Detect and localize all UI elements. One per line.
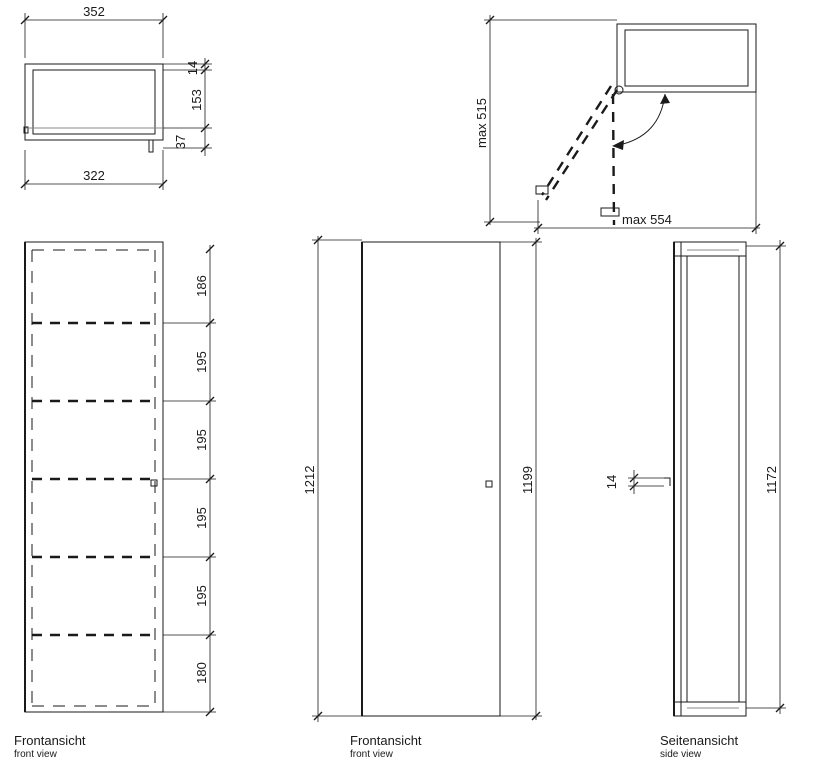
dim-322-label: 322: [83, 168, 105, 183]
caption-side-en: side view: [660, 748, 702, 760]
dim-14-label: 14: [185, 61, 200, 75]
dim-max-554: [533, 92, 761, 234]
caption-front-mid: Frontansicht front view: [350, 733, 422, 760]
dim-1199: [500, 237, 542, 721]
caption-side-de: Seitenansicht: [660, 733, 739, 748]
side-view: [664, 241, 747, 717]
dim-side-14: [628, 470, 664, 494]
top-view-closed: [23, 63, 164, 153]
dim-1199-label: 1199: [520, 466, 535, 494]
caption-front-left-en: front view: [14, 748, 57, 760]
dim-max-515: [484, 15, 617, 227]
dim-max-554-label: max 554: [622, 212, 672, 227]
dim-195-label-1: 195: [194, 351, 209, 373]
front-view-door: [361, 241, 501, 717]
caption-front-left-de: Frontansicht: [14, 733, 86, 748]
dim-180-label: 180: [194, 662, 209, 684]
dim-153-label: 153: [189, 89, 204, 111]
dim-side-14-label: 14: [604, 475, 619, 489]
caption-front-left: Frontansicht front view: [14, 733, 86, 760]
dim-195-label-4: 195: [194, 585, 209, 607]
dim-1212: [312, 235, 362, 722]
dim-352: [20, 13, 168, 58]
dim-322: [20, 150, 168, 190]
front-view-left: [24, 241, 164, 713]
dim-shelves: [163, 244, 216, 717]
dim-max-515-label: max 515: [474, 98, 489, 148]
dim-1172: [746, 240, 786, 714]
dim-195-label-2: 195: [194, 429, 209, 451]
dim-1172-label: 1172: [764, 466, 779, 494]
dim-37-label: 37: [173, 135, 188, 149]
dim-195-label-3: 195: [194, 507, 209, 529]
dim-1212-label: 1212: [302, 466, 317, 495]
dim-352-label: 352: [83, 4, 105, 19]
dim-top-vertical: [163, 58, 212, 156]
dim-186-label: 186: [194, 275, 209, 297]
top-view-open: [535, 23, 757, 226]
caption-front-mid-en: front view: [350, 748, 393, 760]
caption-side: Seitenansicht side view: [660, 733, 739, 760]
caption-front-mid-de: Frontansicht: [350, 733, 422, 748]
